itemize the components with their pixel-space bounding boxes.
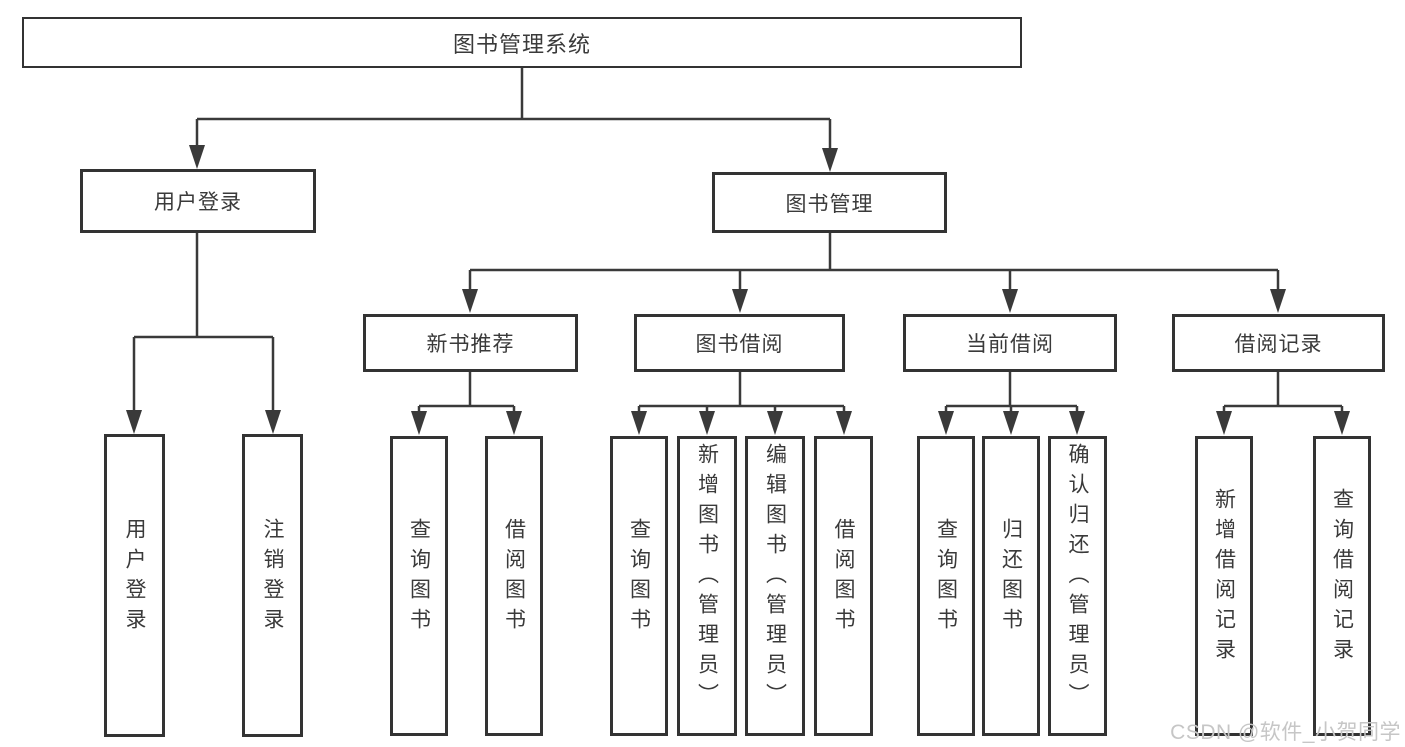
node-book-borrow-label: 图书借阅: [695, 333, 784, 356]
node-user-login-label: 用户登录: [154, 191, 242, 214]
leaf-add-borrow-record-label: 新增借阅记录: [1212, 488, 1236, 668]
node-book-management-label: 图书管理: [785, 192, 874, 216]
leaf-query-books-3-label: 查询图书: [934, 518, 958, 638]
leaf-query-books-3: 查询图书: [917, 436, 975, 736]
leaf-add-books-admin-label: 新增图书（管理员）: [695, 443, 719, 713]
leaf-query-books-2: 查询图书: [610, 436, 668, 736]
node-borrow-records-label: 借阅记录: [1234, 333, 1323, 356]
leaf-confirm-return-admin: 确认归还（管理员）: [1048, 436, 1107, 736]
leaf-logout: 注销登录: [242, 434, 303, 737]
leaf-query-books-2-label: 查询图书: [627, 518, 651, 638]
leaf-query-borrow-record-label: 查询借阅记录: [1330, 488, 1354, 668]
leaf-borrow-books-2: 借阅图书: [814, 436, 873, 736]
leaf-logout-label: 注销登录: [261, 517, 284, 638]
leaf-borrow-books-1-label: 借阅图书: [502, 518, 526, 638]
leaf-edit-books-admin-label: 编辑图书（管理员）: [763, 443, 787, 713]
leaf-user-login-label: 用户登录: [123, 517, 146, 638]
root-node-label: 图书管理系统: [452, 31, 591, 57]
leaf-borrow-books-2-label: 借阅图书: [832, 518, 855, 638]
leaf-edit-books-admin: 编辑图书（管理员）: [745, 436, 805, 736]
leaf-add-borrow-record: 新增借阅记录: [1195, 436, 1253, 736]
leaf-query-books-1-label: 查询图书: [407, 518, 431, 638]
leaf-query-borrow-record: 查询借阅记录: [1313, 436, 1371, 736]
leaf-add-books-admin: 新增图书（管理员）: [677, 436, 737, 736]
node-new-book-recommend: 新书推荐: [363, 314, 578, 372]
node-current-borrow: 当前借阅: [903, 314, 1117, 372]
node-borrow-records: 借阅记录: [1172, 314, 1385, 372]
leaf-user-login: 用户登录: [104, 434, 165, 737]
leaf-confirm-return-admin-label: 确认归还（管理员）: [1066, 443, 1089, 713]
node-user-login: 用户登录: [80, 169, 316, 233]
leaf-query-books-1: 查询图书: [390, 436, 448, 736]
leaf-borrow-books-1: 借阅图书: [485, 436, 543, 736]
node-book-management: 图书管理: [712, 172, 947, 233]
node-book-borrow: 图书借阅: [634, 314, 845, 372]
node-current-borrow-label: 当前借阅: [966, 333, 1054, 356]
root-node-library-system: 图书管理系统: [22, 17, 1022, 68]
leaf-return-books-label: 归还图书: [999, 518, 1023, 638]
csdn-watermark: CSDN @软件_小贺同学: [1170, 721, 1401, 744]
node-new-book-recommend-label: 新书推荐: [426, 333, 515, 356]
leaf-return-books: 归还图书: [982, 436, 1040, 736]
